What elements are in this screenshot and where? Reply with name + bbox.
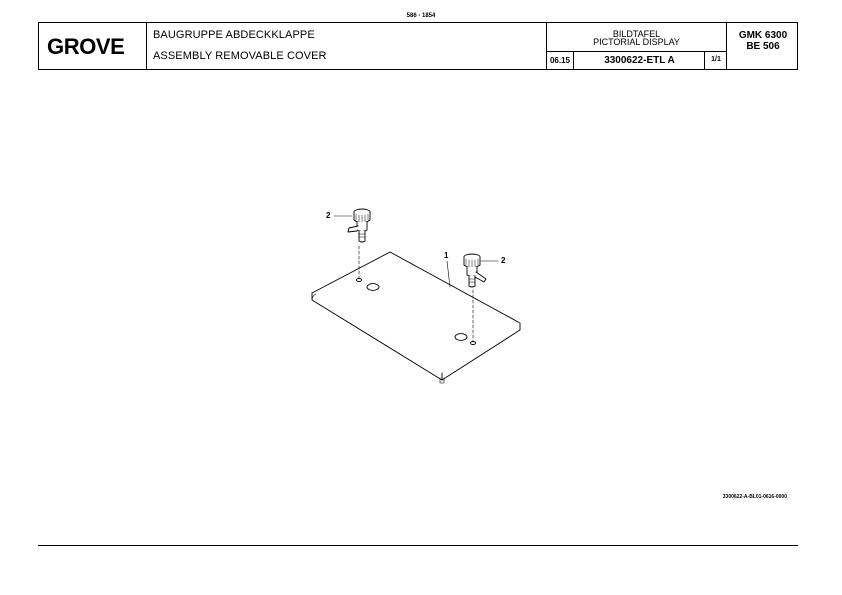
title-german: BAUGRUPPE ABDECKKLAPPE bbox=[153, 29, 315, 41]
logo-text: GROVE bbox=[47, 34, 124, 59]
divider bbox=[573, 51, 574, 69]
divider bbox=[146, 23, 147, 69]
doc-kind-english: PICTORIAL DISPLAY bbox=[593, 37, 680, 47]
bottom-rule bbox=[38, 545, 798, 546]
image-reference: 3300622-A-BL01-0616-0000 bbox=[722, 494, 787, 500]
fastener-left bbox=[347, 208, 371, 279]
divider bbox=[546, 23, 547, 69]
divider bbox=[704, 51, 705, 69]
model-number: GMK 6300 bbox=[738, 30, 788, 41]
cover-plate bbox=[311, 251, 521, 384]
callout-item-1: 1 bbox=[444, 251, 449, 260]
callout-item-2: 2 bbox=[326, 211, 331, 220]
title-block: GROVE BAUGRUPPE ABDECKKLAPPE ASSEMBLY RE… bbox=[38, 22, 798, 70]
issue-date: 06.15 bbox=[549, 56, 571, 65]
divider bbox=[546, 51, 726, 52]
callout-item-2: 2 bbox=[501, 256, 506, 265]
title-english: ASSEMBLY REMOVABLE COVER bbox=[153, 50, 327, 62]
divider bbox=[726, 23, 727, 69]
page-number: 586 - 1854 bbox=[406, 13, 436, 19]
fastener-right bbox=[463, 253, 487, 342]
model-variant: BE 506 bbox=[746, 41, 780, 52]
leader-line bbox=[446, 260, 451, 288]
document-number: 3300622-ETL A bbox=[604, 55, 675, 66]
doc-kind-german: BILDTAFEL bbox=[612, 29, 661, 39]
grove-logo: GROVE bbox=[47, 34, 125, 59]
sheet-number: 1/1 bbox=[711, 56, 721, 63]
